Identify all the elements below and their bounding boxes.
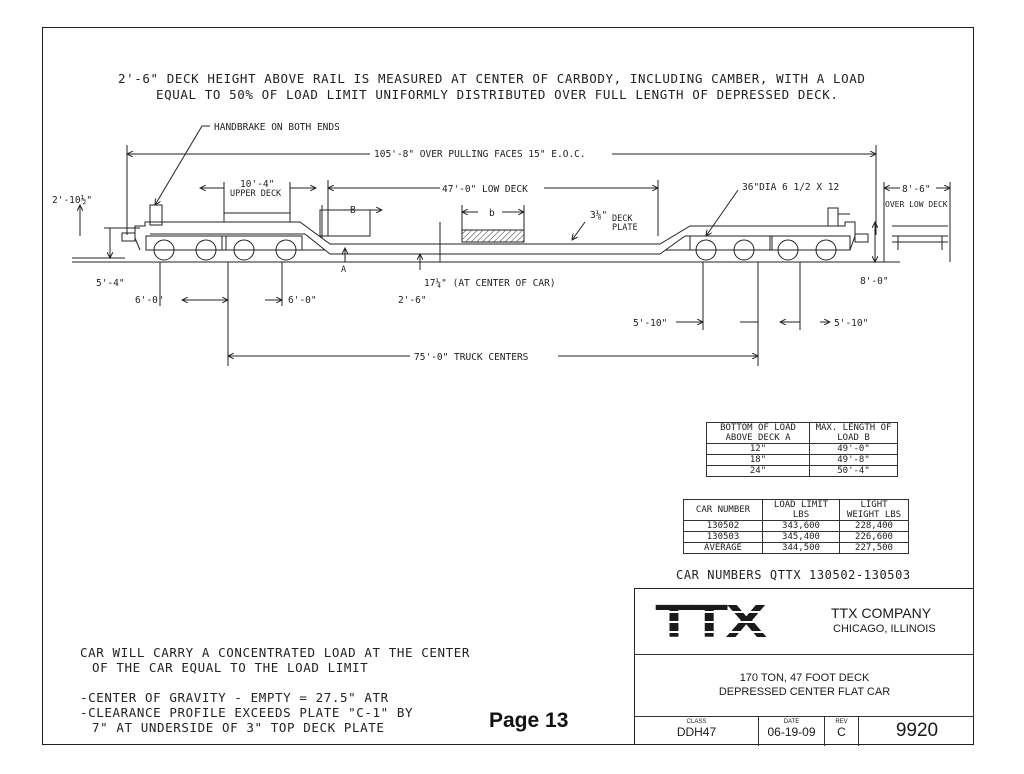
car-table-header-2: LOAD LIMIT LBS [762, 499, 840, 521]
clearance-note-line1: -CLEARANCE PROFILE EXCEEDS PLATE "C-1" B… [80, 705, 414, 720]
table-row: AVERAGE 344,500 227,500 [683, 542, 909, 554]
company-name: TTX COMPANY [831, 605, 932, 621]
table-cell: 49'-8" [809, 454, 898, 466]
b-marker: B [350, 205, 356, 216]
low-deck-dim: 47'-0" LOW DECK [442, 184, 528, 195]
drawing-number: 9920 [895, 720, 939, 741]
deck-height-dim: 2'-6" [398, 295, 427, 306]
car-table-header-3: LIGHT WEIGHT LBS [839, 499, 909, 521]
table-cell: AVERAGE [683, 542, 763, 554]
b-small-marker: b [489, 208, 495, 219]
deck-plate-thickness: 3⅛" [590, 210, 607, 221]
table-cell: 228,400 [839, 520, 909, 532]
table-cell: 12" [706, 443, 810, 455]
table-cell: 345,400 [762, 531, 840, 543]
center-of-gravity-note: -CENTER OF GRAVITY - EMPTY = 27.5" ATR [80, 690, 389, 705]
a-marker: A [341, 265, 346, 275]
car-numbers-label: CAR NUMBERS QTTX 130502-130503 [676, 568, 911, 582]
table-row: 130503 345,400 226,600 [683, 531, 909, 543]
title-block-description-row: 170 TON, 47 FOOT DECK DEPRESSED CENTER F… [635, 654, 974, 717]
end-height-dim: 2'-10½" [52, 195, 92, 206]
axle-left-dim-2: 6'-0" [288, 295, 317, 306]
deck-plate-label-2: PLATE [612, 223, 638, 233]
company-city: CHICAGO, ILLINOIS [833, 623, 936, 635]
table-row: 130502 343,600 228,400 [683, 520, 909, 532]
class-cell: CLASS DDH47 [635, 716, 759, 746]
table-cell: 130502 [683, 520, 763, 532]
hatched-load-block [461, 229, 525, 243]
deck-height-note-line2: EQUAL TO 50% OF LOAD LIMIT UNIFORMLY DIS… [156, 87, 839, 102]
table-cell: 227,500 [839, 542, 909, 554]
table-cell: 344,500 [762, 542, 840, 554]
table-cell: 226,600 [839, 531, 909, 543]
car-table-header-1: CAR NUMBER [683, 499, 763, 521]
clearance-note-line2: 7" AT UNDERSIDE OF 3" TOP DECK PLATE [92, 720, 385, 735]
table-cell: 343,600 [762, 520, 840, 532]
description-line2: DEPRESSED CENTER FLAT CAR [718, 686, 891, 698]
rev-value: C [837, 725, 846, 739]
class-caption: CLASS [686, 719, 707, 725]
over-low-deck-label: OVER LOW DECK [885, 200, 948, 209]
date-value: 06-19-09 [767, 725, 816, 739]
table-row: 12" 49'-0" [706, 443, 898, 455]
concentrated-load-note-line1: CAR WILL CARRY A CONCENTRATED LOAD AT TH… [80, 645, 471, 660]
description-line1: 170 TON, 47 FOOT DECK [739, 672, 870, 684]
axle-left-dim-1: 6'-0" [135, 295, 164, 306]
title-block-company-row: TTX TTX COMPANY CHICAGO, ILLINOIS [635, 589, 974, 655]
left-height-dim: 5'-4" [96, 278, 125, 289]
ttx-logo: TTX [655, 599, 805, 643]
car-weight-table: CAR NUMBER LOAD LIMIT LBS LIGHT WEIGHT L… [683, 499, 909, 554]
table-cell: 18" [706, 454, 810, 466]
drawing-number-cell: 9920 [859, 716, 975, 746]
deck-plate-label-1: DECK [612, 214, 633, 224]
table-cell: 24" [706, 465, 810, 477]
rev-caption: REV [835, 719, 848, 725]
drawing-sheet [42, 27, 974, 745]
handbrake-label: HANDBRAKE ON BOTH ENDS [214, 122, 340, 133]
table-cell: 130503 [683, 531, 763, 543]
right-height-dim: 8'-0" [860, 276, 889, 287]
table-row: 24" 50'-4" [706, 465, 898, 477]
over-pulling-dim: 105'-8" OVER PULLING FACES 15" E.O.C. [374, 149, 586, 160]
load-table-header-2: MAX. LENGTH OF LOAD B [809, 422, 898, 444]
table-cell: 49'-0" [809, 443, 898, 455]
load-length-table: BOTTOM OF LOAD ABOVE DECK A MAX. LENGTH … [706, 422, 898, 477]
wheel-dia-label: 36"DIA 6 1/2 X 12 [742, 182, 839, 193]
car-elevation-drawing: HANDBRAKE ON BOTH ENDS 105'-8" OVER PULL… [52, 122, 1024, 366]
table-cell: 50'-4" [809, 465, 898, 477]
axle-right-dim-2: 5'-10" [834, 318, 868, 329]
upper-deck-label: UPPER DECK [230, 189, 282, 199]
load-table-header-1: BOTTOM OF LOAD ABOVE DECK A [706, 422, 810, 444]
date-caption: DATE [783, 719, 800, 725]
concentrated-load-note-line2: OF THE CAR EQUAL TO THE LOAD LIMIT [92, 660, 369, 675]
truck-centers-dim: 75'-0" TRUCK CENTERS [414, 352, 529, 363]
page-label: Page 13 [489, 709, 569, 732]
title-block: TTX TTX COMPANY CHICAGO, ILLINOIS 170 TO… [634, 588, 974, 746]
upper-deck-dim: 10'-4" [240, 179, 274, 190]
rev-cell: REV C [825, 716, 859, 746]
deck-height-note-line1: 2'-6" DECK HEIGHT ABOVE RAIL IS MEASURED… [118, 71, 866, 86]
class-value: DDH47 [676, 725, 717, 739]
date-cell: DATE 06-19-09 [759, 716, 825, 746]
end-view-width-dim: 8'-6" [902, 184, 931, 195]
table-row: 18" 49'-8" [706, 454, 898, 466]
axle-right-dim-1: 5'-10" [633, 318, 667, 329]
title-block-info-row: CLASS DDH47 DATE 06-19-09 REV C 9920 [635, 716, 974, 746]
center-height-dim: 17¼" (AT CENTER OF CAR) [424, 278, 556, 289]
